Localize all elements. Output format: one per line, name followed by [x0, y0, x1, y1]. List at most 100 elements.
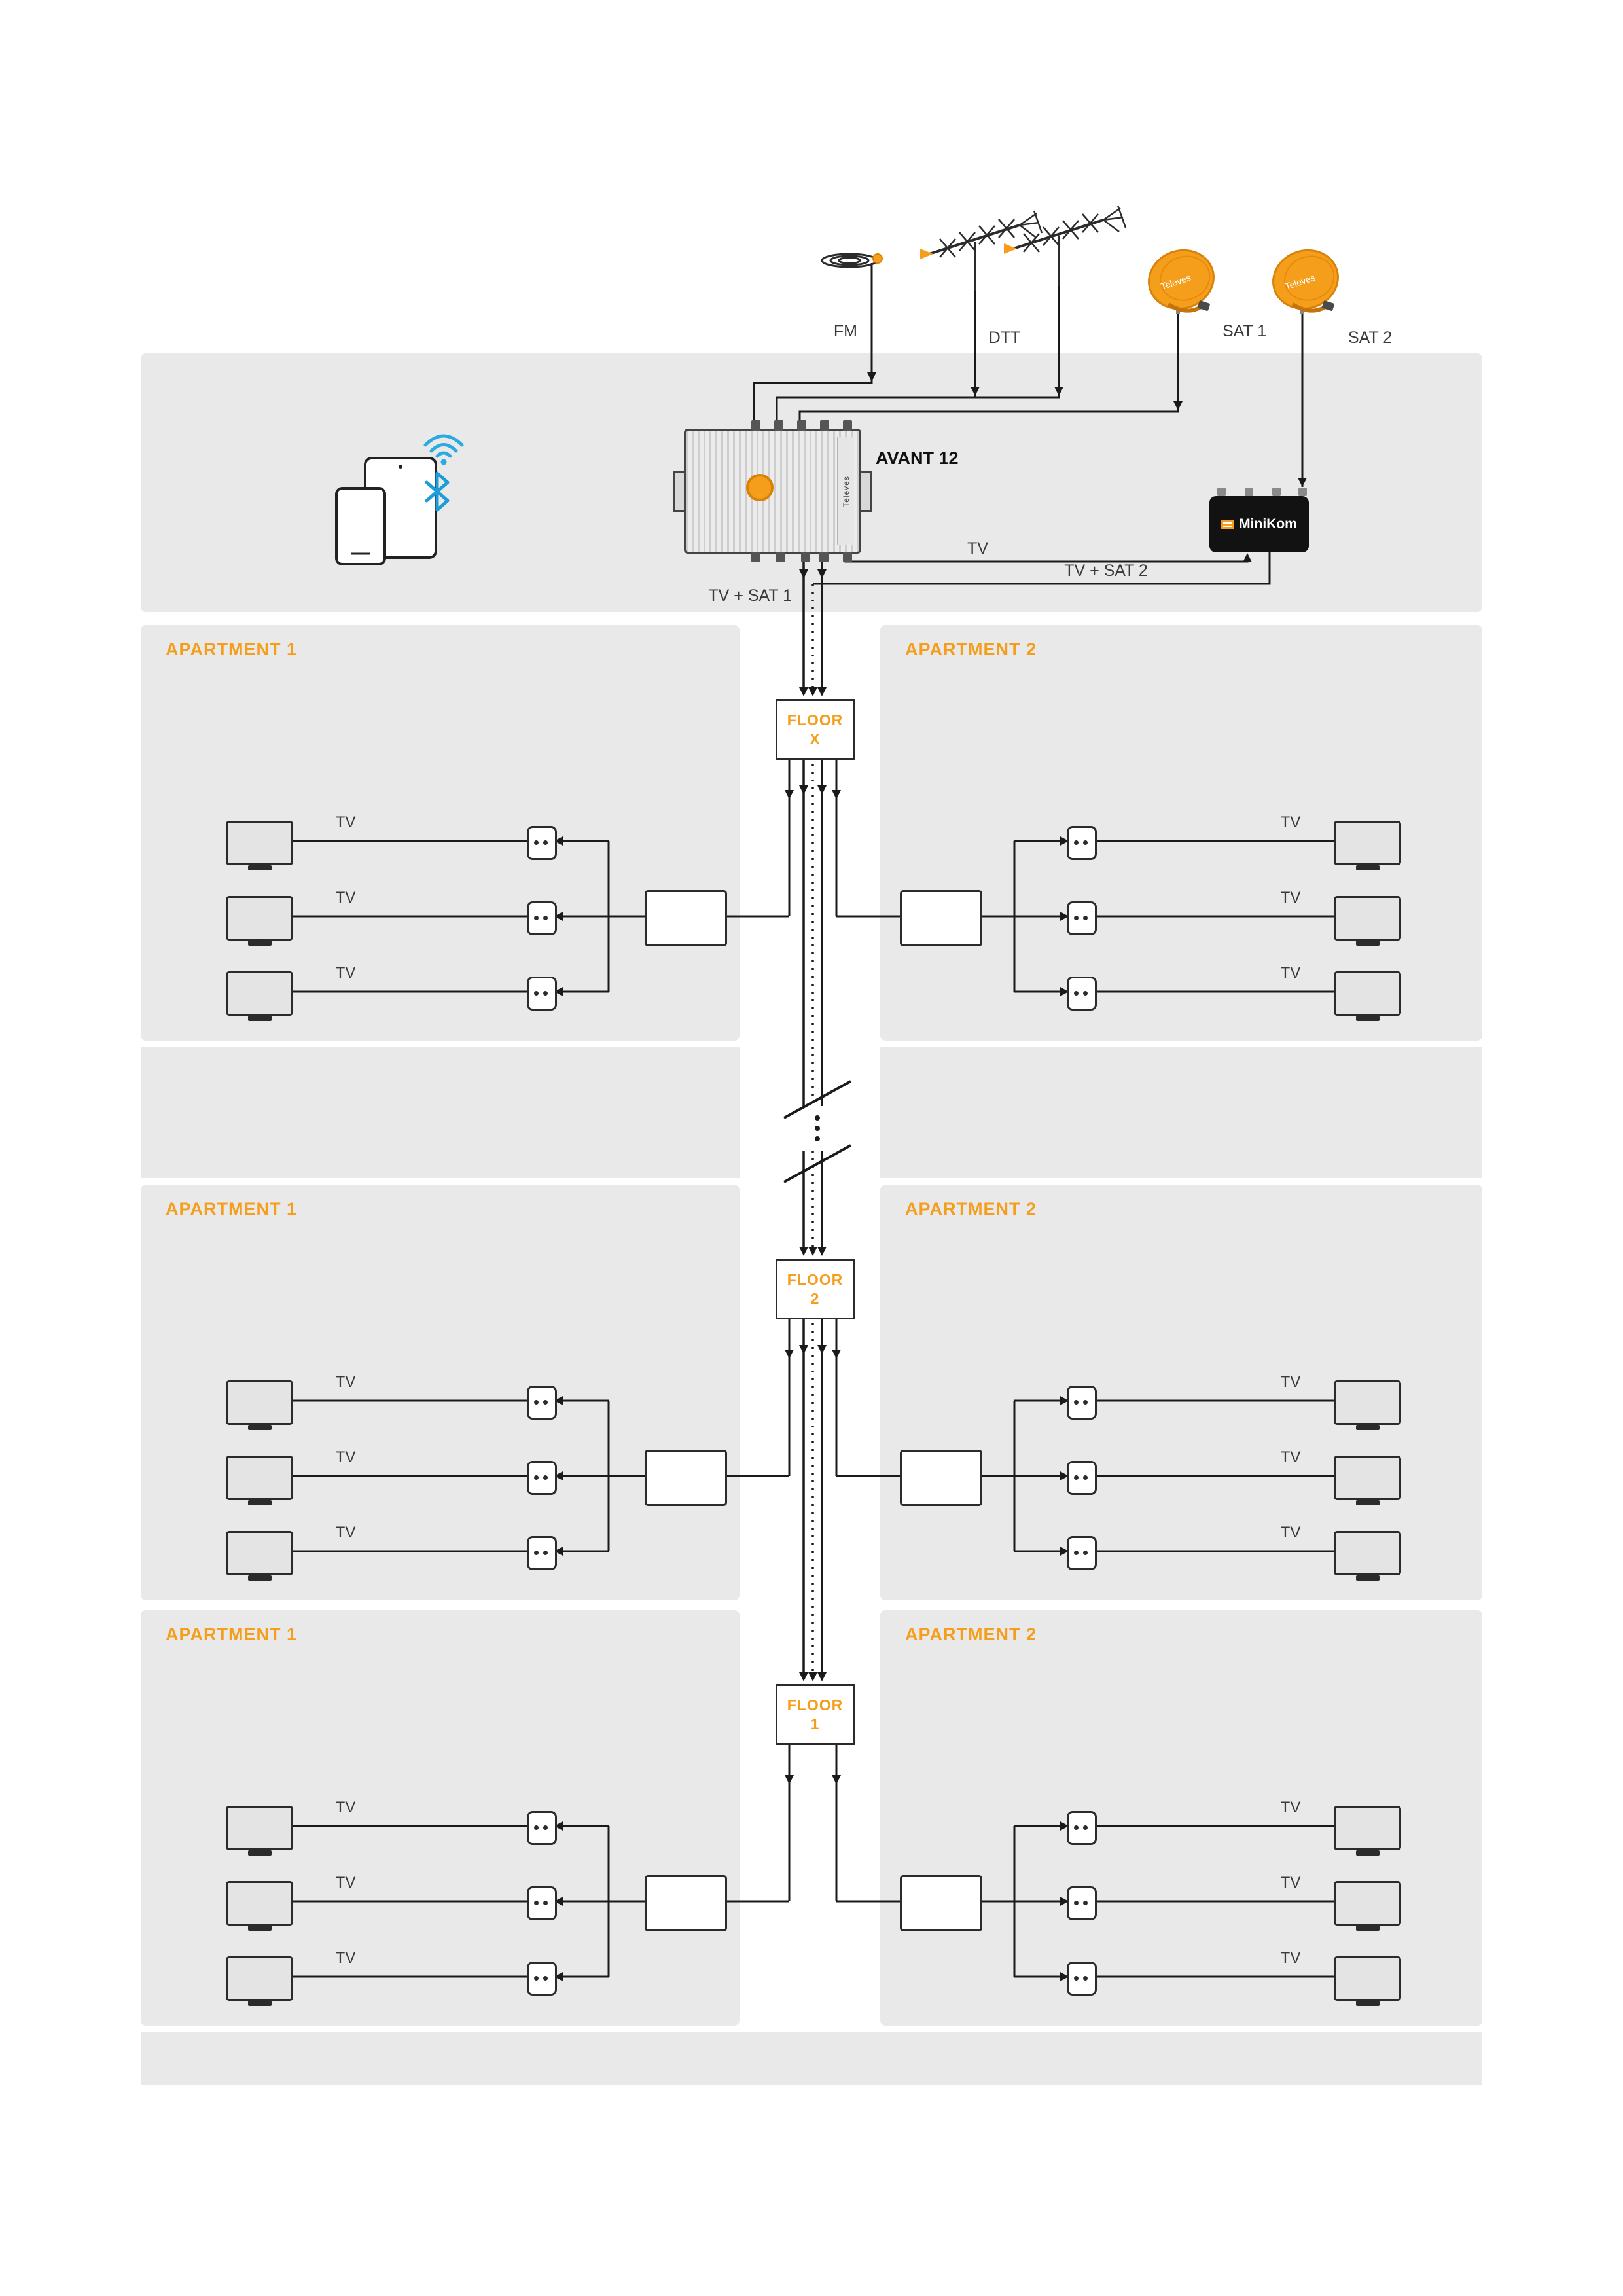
status-led — [746, 474, 774, 501]
avant12-label: AVANT 12 — [876, 448, 959, 468]
connector-stub — [1245, 488, 1253, 496]
wall-outlet — [1067, 826, 1097, 860]
connector-stub — [751, 552, 760, 562]
splitter — [900, 1875, 982, 1931]
connector-stub — [820, 420, 829, 431]
connector-stub — [774, 420, 783, 431]
connector-stub — [1217, 488, 1226, 496]
mounting-ear — [859, 471, 872, 512]
dtt-antenna-icon — [920, 210, 1043, 291]
wall-outlet — [527, 826, 557, 860]
tv-icon — [1334, 1881, 1401, 1926]
wall-outlet — [1067, 1811, 1097, 1845]
floor-number: X — [810, 730, 821, 747]
wall-outlet — [1067, 977, 1097, 1011]
dish-brand-text: Televes — [1283, 272, 1316, 292]
floor-word: FLOOR — [787, 1696, 844, 1713]
mounting-ear — [673, 471, 686, 512]
wall-outlet — [1067, 1962, 1097, 1996]
tv-sat1-output-label: TV + SAT 1 — [708, 586, 792, 605]
splitter — [645, 1875, 727, 1931]
connector-stub — [843, 420, 852, 431]
tv-label: TV — [1280, 1799, 1301, 1816]
connector-stub — [801, 552, 810, 562]
wall-outlet — [527, 1886, 557, 1920]
wall-outlet — [527, 1962, 557, 1996]
fm-antenna-icon — [821, 253, 883, 268]
wall-outlet — [1067, 1886, 1097, 1920]
tv-label: TV — [1280, 1373, 1301, 1391]
riser-break-icon — [783, 1080, 851, 1183]
tv-output-label: TV — [967, 539, 988, 558]
connector-stub — [1272, 488, 1281, 496]
tv-label: TV — [1280, 1524, 1301, 1541]
sat1-label: SAT 1 — [1222, 322, 1267, 340]
wall-outlet — [527, 1386, 557, 1420]
tv-icon — [1334, 1531, 1401, 1575]
sat2-label: SAT 2 — [1348, 329, 1393, 347]
sat-dish-icon: Televes — [1272, 249, 1339, 314]
floor-box: FLOOR 1 — [776, 1684, 855, 1745]
tv-icon — [1334, 1456, 1401, 1500]
tv-label: TV — [1280, 889, 1301, 906]
tv-label: TV — [1280, 1448, 1301, 1466]
tv-label: TV — [335, 814, 356, 831]
tv-label: TV — [335, 889, 356, 906]
tv-label: TV — [335, 964, 356, 982]
floor-section: APARTMENT 1 APARTMENT 2 TV TV TV TV TV T… — [0, 1185, 1623, 1600]
wall-outlet — [527, 1536, 557, 1570]
floor-box: FLOOR 2 — [776, 1259, 855, 1319]
minikom-unit: MiniKom — [1209, 488, 1309, 552]
connector-stub — [819, 552, 829, 562]
connector-stub — [751, 420, 760, 431]
splitter — [900, 1450, 982, 1506]
tv-label: TV — [335, 1874, 356, 1892]
tv-icon — [226, 1956, 293, 2001]
floor-section: APARTMENT 1 APARTMENT 2 TV TV TV TV TV T… — [0, 625, 1623, 1041]
apartment-1-label: APARTMENT 1 — [166, 1624, 298, 1644]
tv-icon — [1334, 971, 1401, 1016]
televes-brand-text: Televes — [842, 475, 851, 507]
minikom-label: MiniKom — [1239, 516, 1297, 531]
tv-icon — [226, 1881, 293, 1926]
connector-stub — [843, 552, 852, 562]
apartment-1-label: APARTMENT 1 — [166, 639, 298, 659]
tv-label: TV — [335, 1949, 356, 1967]
tv-label: TV — [1280, 964, 1301, 982]
wall-outlet — [527, 1461, 557, 1495]
tv-label: TV — [335, 1799, 356, 1816]
tv-label: TV — [1280, 1874, 1301, 1892]
tv-icon — [226, 821, 293, 865]
wall-outlet — [1067, 1536, 1097, 1570]
wall-outlet — [1067, 901, 1097, 935]
tv-icon — [226, 1806, 293, 1850]
bottom-band — [141, 2032, 1482, 2085]
apartment-2-label: APARTMENT 2 — [905, 1199, 1037, 1219]
tv-icon — [226, 896, 293, 941]
apartment-1-label: APARTMENT 1 — [166, 1199, 298, 1219]
tv-icon — [1334, 821, 1401, 865]
tv-icon — [226, 1380, 293, 1425]
tv-label: TV — [1280, 814, 1301, 831]
minikom-logo-icon — [1221, 519, 1235, 529]
tv-icon — [1334, 1956, 1401, 2001]
dtt-antenna-icon — [1004, 205, 1127, 286]
floor-section: APARTMENT 1 APARTMENT 2 TV TV TV TV TV T… — [0, 1610, 1623, 2026]
floor-box: FLOOR X — [776, 699, 855, 760]
avant12-unit: Televes — [673, 420, 872, 562]
tv-label: TV — [335, 1448, 356, 1466]
tv-icon — [1334, 1806, 1401, 1850]
wall-outlet — [527, 977, 557, 1011]
riser-band-right — [880, 1047, 1482, 1178]
sat-dish-icon: Televes — [1148, 249, 1215, 314]
connector-stub — [776, 552, 785, 562]
tv-icon — [1334, 896, 1401, 941]
wall-outlet — [1067, 1386, 1097, 1420]
tv-label: TV — [335, 1373, 356, 1391]
wall-outlet — [527, 1811, 557, 1845]
wall-outlet — [527, 901, 557, 935]
splitter — [900, 890, 982, 946]
riser-band-left — [141, 1047, 740, 1178]
dish-brand-text: Televes — [1159, 272, 1192, 292]
